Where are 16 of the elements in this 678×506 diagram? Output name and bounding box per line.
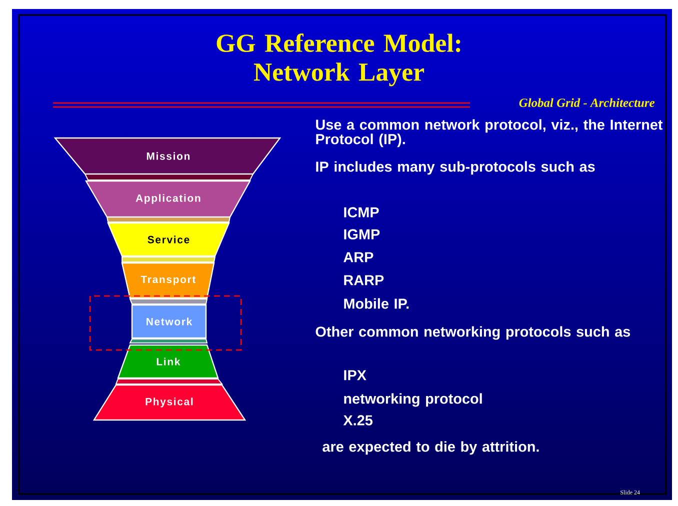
bullet-text: ICMP	[344, 207, 379, 218]
bullet-text: networking protocol	[344, 393, 482, 407]
bullet-text: ARP	[344, 252, 374, 262]
bullet-text: X.25	[343, 415, 373, 426]
bullet-text: RARP	[344, 275, 384, 286]
layer-trapezoid: Transport	[121, 262, 215, 299]
bullet-text: Use a common network protocol, viz., the Internet Protocol (IP).	[316, 119, 663, 148]
layer-trapezoid: Network	[131, 304, 207, 339]
bullet-text: Other common networking protocols such as	[316, 326, 630, 340]
subtitle: Global Grid - Architecture	[519, 98, 655, 107]
bullet-text: IGMP	[344, 229, 380, 240]
bullet-text: Mobile IP.	[344, 298, 409, 309]
bullet-text: IP includes many sub-protocols such as	[316, 161, 595, 175]
bullet-text: IPX	[344, 370, 366, 380]
diagram-title: GG Reference Model: Network Layer	[216, 34, 460, 86]
bullet-text: are expected to die by attrition.	[322, 441, 539, 455]
